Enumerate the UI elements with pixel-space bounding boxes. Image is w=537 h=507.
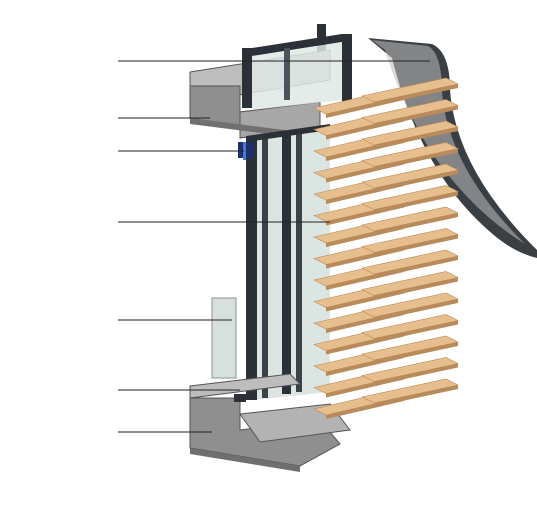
louver-blade-edge: [374, 84, 458, 106]
louver-blade-edge: [374, 127, 458, 149]
louver-blade-edge: [374, 320, 458, 343]
louver-blade-edge: [374, 385, 458, 407]
louver-blade-edge: [374, 170, 458, 192]
louver-blade-edge: [374, 299, 458, 321]
glazed-wall: [238, 124, 330, 400]
louver-blade-edge: [374, 105, 458, 128]
louver-blade-edge: [374, 234, 458, 257]
louver-blade-edge: [374, 363, 458, 386]
bottom-slab-assembly: [189, 373, 351, 472]
louver-blade-edge: [374, 277, 458, 300]
louver-blade-edge: [374, 213, 458, 235]
louver-blade-edge: [374, 191, 458, 214]
timber-louvers: [313, 77, 459, 419]
louver-blade-edge: [374, 148, 458, 171]
leader-lines: [118, 60, 430, 433]
glass-balustrade: [211, 297, 237, 379]
top-slab-assembly: [189, 34, 352, 139]
louver-blade-edge: [374, 256, 458, 278]
louver-blade-edge: [374, 342, 458, 364]
